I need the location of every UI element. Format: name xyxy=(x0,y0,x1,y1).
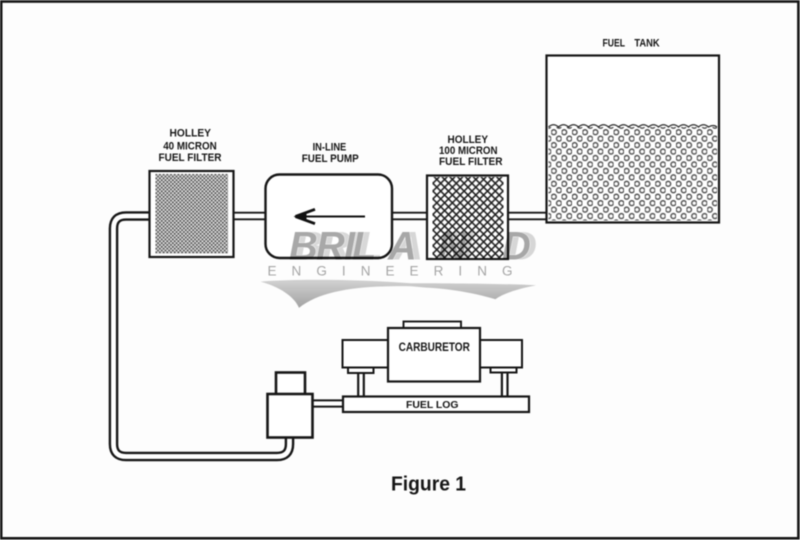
svg-text:FUEL: FUEL xyxy=(603,37,626,49)
svg-text:FUEL FILTER: FUEL FILTER xyxy=(439,156,503,168)
svg-text:IN-LINE: IN-LINE xyxy=(313,141,347,153)
svg-text:Figure 1: Figure 1 xyxy=(391,474,466,496)
svg-text:HOLLEY: HOLLEY xyxy=(448,134,489,146)
svg-text:CARBURETOR: CARBURETOR xyxy=(399,340,471,354)
svg-text:HOLLEY: HOLLEY xyxy=(170,128,212,140)
svg-text:FUEL LOG: FUEL LOG xyxy=(406,400,459,411)
svg-text:FUEL PUMP: FUEL PUMP xyxy=(302,153,359,165)
svg-text:40 MICRON: 40 MICRON xyxy=(163,140,217,152)
svg-text:100 MICRON: 100 MICRON xyxy=(439,145,498,157)
svg-text:TANK: TANK xyxy=(634,37,660,49)
svg-text:FUEL FILTER: FUEL FILTER xyxy=(159,152,222,164)
